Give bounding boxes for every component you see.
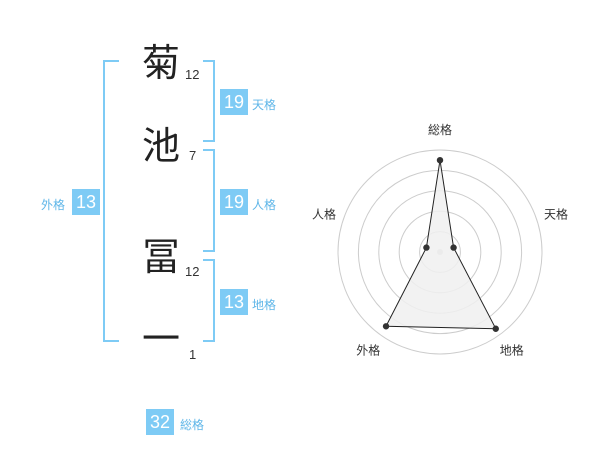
jinkaku-label: 人格: [252, 198, 277, 212]
jinkaku-value: 19: [220, 189, 248, 215]
radar-axis-label-5: 人格: [312, 206, 336, 221]
chikaku-label: 地格: [252, 298, 277, 312]
radar-ring-5: [337, 149, 543, 355]
gaikaku-value: 13: [72, 189, 100, 215]
radar-point-2: [450, 244, 457, 251]
soukaku-label: 総格: [180, 418, 205, 432]
gaikaku-label: 外格: [41, 198, 66, 212]
radar-axis-label-4: 外格: [356, 343, 380, 358]
tenkaku-value: 19: [220, 89, 248, 115]
radar-axis-label-1: 総格: [428, 122, 452, 137]
radar-axis-label-2: 天格: [544, 206, 568, 221]
chikaku-value: 13: [220, 289, 248, 315]
name-char-4: 一: [142, 317, 181, 361]
radar-point-5: [423, 244, 430, 251]
radar-axis-label-3: 地格: [500, 343, 524, 358]
soukaku-value: 32: [146, 409, 174, 435]
jinkaku-bracket: [203, 149, 215, 252]
tenkaku-label: 天格: [252, 98, 277, 112]
radar-point-1: [436, 157, 444, 164]
radar-point-3: [492, 325, 499, 332]
chikaku-bracket: [203, 259, 215, 342]
stroke-count-2: 7: [189, 148, 197, 163]
stroke-count-3: 12: [185, 264, 200, 279]
stroke-count-4: 1: [189, 347, 197, 362]
tenkaku-bracket: [203, 60, 215, 142]
radar-area: [385, 160, 497, 330]
stroke-count-1: 12: [185, 67, 200, 82]
radar-points: [382, 157, 499, 332]
name-char-1: 菊: [142, 41, 181, 85]
name-char-3: 冨: [142, 235, 181, 279]
gaikaku-bracket: [103, 60, 119, 342]
radar-point-4: [382, 323, 390, 330]
name-char-2: 池: [142, 124, 181, 168]
